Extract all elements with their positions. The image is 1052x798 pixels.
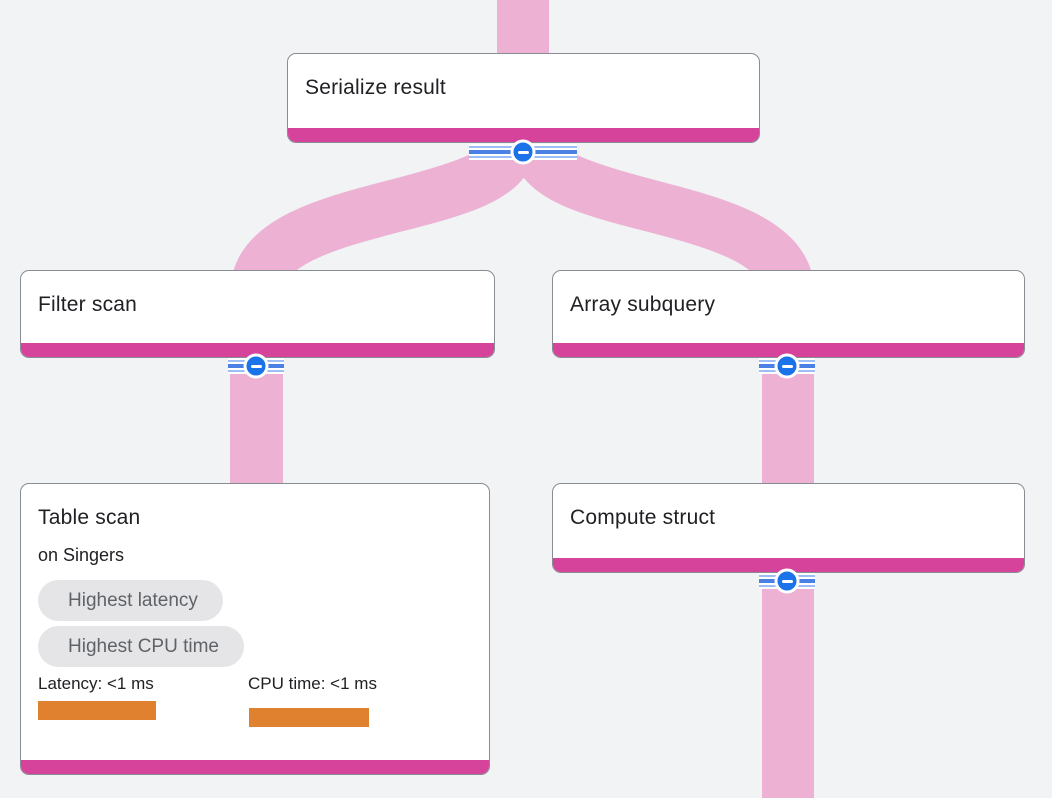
node-title: Array subquery <box>570 293 716 316</box>
node-serialize-result[interactable]: Serialize result <box>287 53 760 143</box>
edge-serialize-result-to-array-subquery <box>512 139 814 296</box>
node-compute-struct[interactable]: Compute struct <box>552 483 1025 573</box>
node-body: Table scan on Singers Highest latency Hi… <box>21 484 489 760</box>
cpu-metric-bar <box>249 708 369 727</box>
node-body: Array subquery <box>553 271 1024 343</box>
node-array-subquery[interactable]: Array subquery <box>552 270 1025 358</box>
node-filter-scan[interactable]: Filter scan <box>20 270 495 358</box>
collapse-button-array-subquery[interactable] <box>759 353 815 379</box>
node-body: Compute struct <box>553 484 1024 558</box>
node-title: Compute struct <box>570 506 716 529</box>
collapse-button-serialize-result[interactable] <box>469 139 577 165</box>
badge-label: Highest latency <box>68 589 198 611</box>
badge-highest-cpu-time: Highest CPU time <box>38 626 244 667</box>
badge-label: Highest CPU time <box>68 635 219 657</box>
latency-metric-bar <box>38 701 156 720</box>
node-accent-bar <box>21 760 489 774</box>
node-title: Filter scan <box>38 293 138 316</box>
latency-metric-label: Latency: <1 ms <box>38 674 154 693</box>
node-body: Filter scan <box>21 271 494 343</box>
node-accent-bar <box>288 128 759 142</box>
node-accent-bar <box>21 343 494 357</box>
node-title: Serialize result <box>305 76 446 99</box>
cpu-metric-label: CPU time: <1 ms <box>248 674 377 693</box>
node-subtitle: on Singers <box>38 545 125 565</box>
minus-icon[interactable] <box>774 353 800 379</box>
badge-highest-latency: Highest latency <box>38 580 223 621</box>
minus-icon[interactable] <box>243 353 269 379</box>
node-table-scan[interactable]: Table scan on Singers Highest latency Hi… <box>20 483 490 775</box>
minus-icon[interactable] <box>774 568 800 594</box>
collapse-button-compute-struct[interactable] <box>759 568 815 594</box>
node-title: Table scan <box>38 506 141 529</box>
node-body: Serialize result <box>288 54 759 128</box>
edge-serialize-result-to-filter-scan <box>230 139 536 296</box>
collapse-button-filter-scan[interactable] <box>228 353 284 379</box>
node-accent-bar <box>553 343 1024 357</box>
node-accent-bar <box>553 558 1024 572</box>
minus-icon[interactable] <box>510 139 536 165</box>
